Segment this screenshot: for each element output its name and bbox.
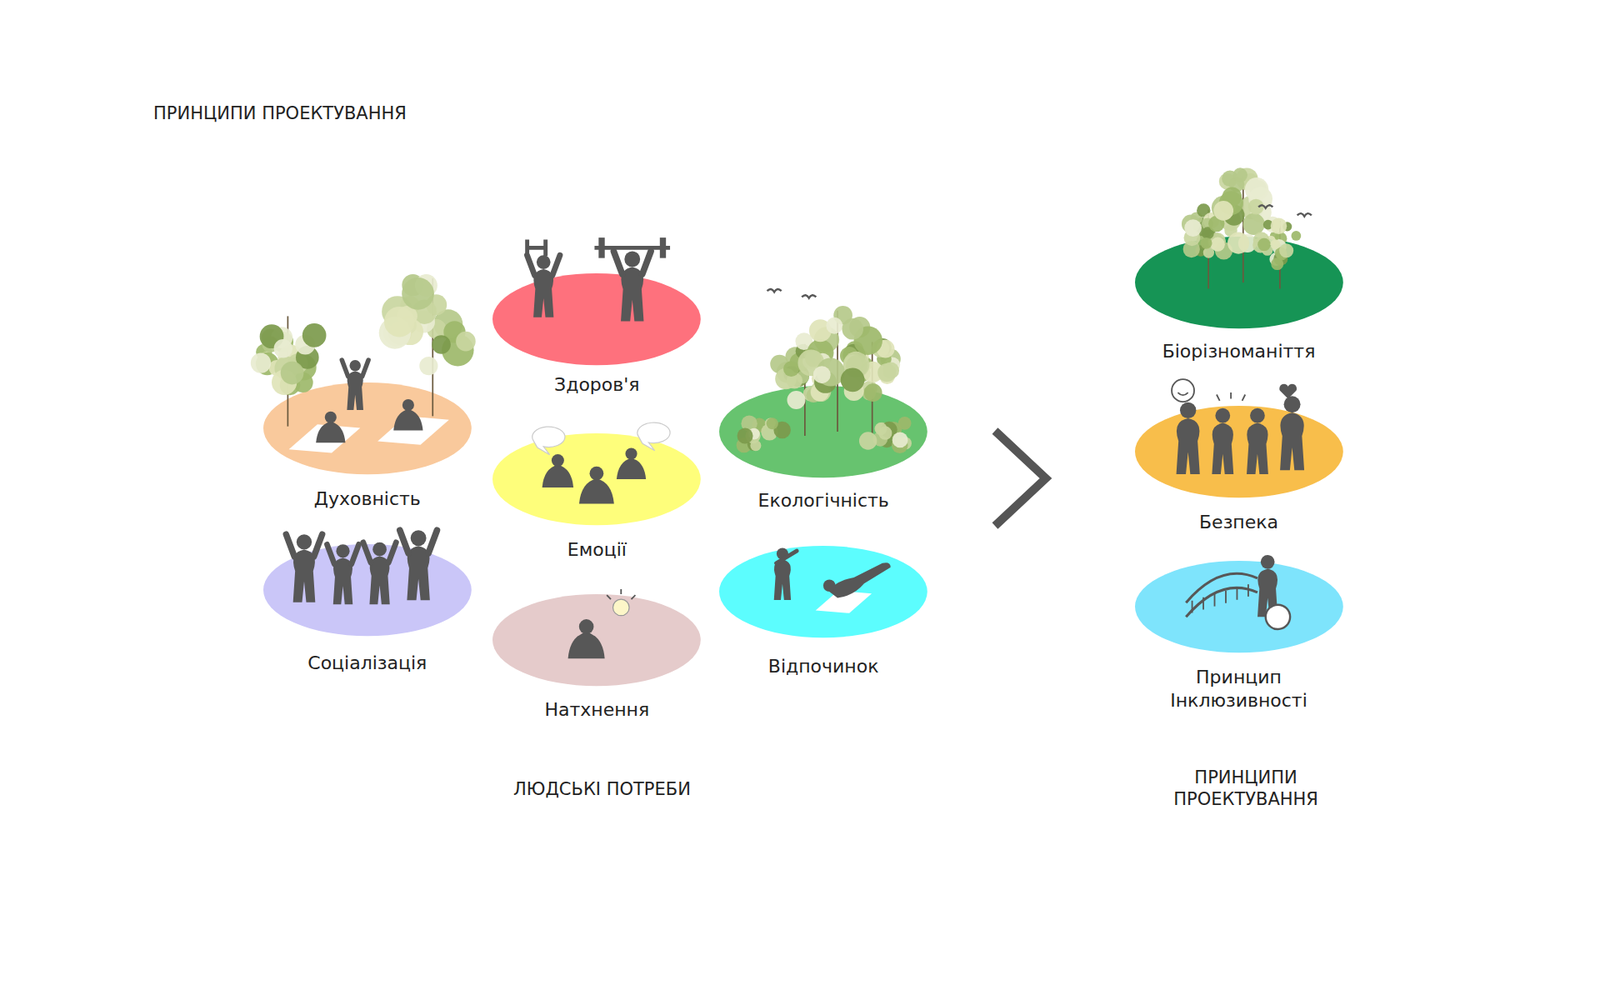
spirituality-ellipse: Духовність: [263, 382, 472, 514]
node-label: Натхнення: [474, 698, 720, 722]
ellipse-shape: [719, 545, 928, 638]
node-label: Відпочинок: [700, 655, 946, 679]
ellipse-shape: [719, 385, 928, 478]
ellipse-shape: [492, 433, 701, 525]
inclusivity-ellipse: Принцип Інклюзивності: [1135, 560, 1344, 715]
ellipse-shape: [1135, 405, 1344, 498]
node-label: Безпека: [1116, 510, 1362, 535]
safety-ellipse: Безпека: [1135, 405, 1344, 537]
node-label: Екологічність: [700, 489, 946, 513]
emotions-ellipse: Емоції: [492, 433, 701, 565]
ellipse-shape: [263, 382, 472, 475]
illustration: [532, 423, 670, 505]
illustration: [736, 289, 912, 454]
node-label: Духовність: [245, 487, 490, 511]
node-label: Здоров'я: [474, 373, 720, 397]
group-label: ПРИНЦИПИ ПРОЕКТУВАННЯ: [1156, 766, 1335, 811]
node-label: Емоції: [474, 538, 720, 562]
ellipse-shape: [1135, 236, 1344, 329]
page-title: ПРИНЦИПИ ПРОЕКТУВАННЯ: [153, 102, 407, 125]
illustration: [1181, 167, 1312, 289]
health-ellipse: Здоров'я: [492, 273, 701, 400]
node-label: Принцип Інклюзивності: [1155, 665, 1324, 712]
ellipse-shape: [1135, 560, 1344, 653]
ellipse-shape: [492, 594, 701, 686]
inspiration-ellipse: Натхнення: [492, 594, 701, 725]
rest-ellipse: Відпочинок: [719, 545, 928, 681]
ellipse-shape: [492, 273, 701, 365]
illustration: [250, 274, 476, 454]
chevron-arrow: [995, 430, 1046, 526]
node-label: Соціалізація: [245, 651, 490, 675]
socialization-ellipse: Соціалізація: [263, 544, 472, 679]
illustration: [1185, 555, 1290, 630]
group-label: ЛЮДСЬКІ ПОТРЕБИ: [439, 778, 766, 800]
illustration: [527, 237, 671, 321]
biodiversity-ellipse: Біорізноманіття: [1135, 236, 1344, 367]
illustration: [774, 548, 891, 614]
illustration: [1171, 380, 1305, 475]
ellipse-shape: [263, 544, 472, 636]
ecology-ellipse: Екологічність: [719, 385, 928, 516]
node-label: Біорізноманіття: [1116, 340, 1362, 364]
illustration: [568, 589, 636, 659]
illustration: [285, 530, 437, 605]
